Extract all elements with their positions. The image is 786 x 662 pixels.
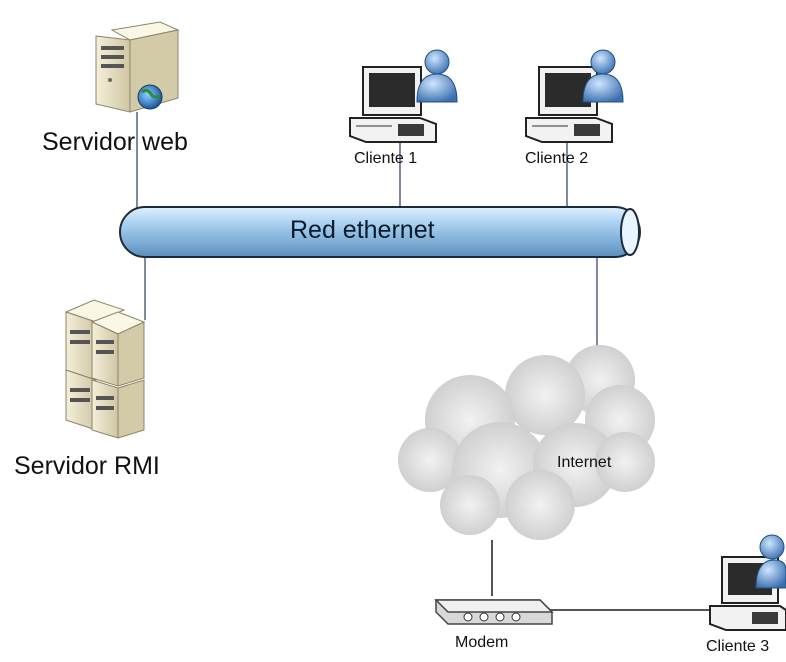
modem-label: Modem	[455, 634, 509, 651]
client2-label: Cliente 2	[525, 150, 589, 167]
internet-label: Internet	[557, 454, 612, 471]
web-server-label: Servidor web	[42, 128, 188, 156]
client3-icon	[709, 534, 786, 631]
client2-icon	[525, 49, 624, 143]
internet-cloud	[398, 345, 655, 540]
connection-lines	[136, 112, 718, 611]
client3-label: Cliente 3	[706, 638, 770, 655]
modem-icon	[434, 599, 554, 625]
web-server-icon	[95, 21, 180, 113]
ethernet-label: Red ethernet	[290, 216, 435, 244]
ethernet-pipe	[119, 206, 641, 258]
client1-label: Cliente 1	[354, 150, 418, 167]
rmi-server-icon	[64, 299, 146, 439]
rmi-server-label: Servidor RMI	[14, 452, 160, 480]
client1-icon	[349, 49, 458, 143]
